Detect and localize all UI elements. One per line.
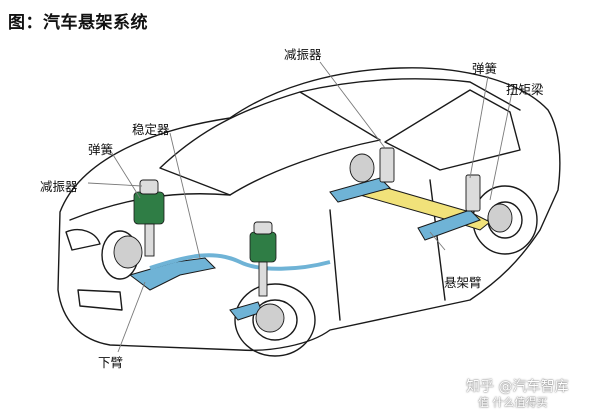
- door-line-2: [429, 179, 446, 301]
- grille: [77, 289, 123, 311]
- label-shock-rear: 减振器: [284, 47, 322, 62]
- label-spring-rear: 弹簧: [472, 61, 498, 76]
- headlight: [65, 228, 101, 251]
- leader-stabilizer: [169, 132, 201, 259]
- rear-arm-right: [417, 209, 481, 241]
- leader-suspension-arm: [429, 231, 446, 251]
- leader-spring-rear: [469, 75, 489, 179]
- leader-torsion-beam: [489, 91, 513, 201]
- label-stabilizer: 稳定器: [132, 122, 170, 137]
- leader-shock-front: [87, 182, 143, 187]
- stabilizer-bar: [149, 253, 331, 271]
- leader-lower-arm: [117, 281, 146, 353]
- leader-shock-rear: [319, 61, 386, 149]
- roof-line: [299, 78, 521, 111]
- watermark-smzdm: 值 什么值得买: [478, 396, 548, 409]
- label-suspension-arm: 悬架臂: [444, 275, 482, 290]
- front-right-shock: [253, 221, 273, 235]
- watermark-zhihu: 知乎 @汽车智库: [466, 379, 569, 395]
- door-line: [329, 209, 341, 321]
- front-right-spring: [249, 231, 277, 263]
- front-left-shock: [139, 179, 159, 195]
- label-torsion-beam: 扭矩梁: [506, 82, 544, 97]
- rear-left-shock: [379, 147, 395, 183]
- rear-right-shock: [465, 174, 481, 212]
- front-brake: [113, 235, 143, 269]
- front-left-spring: [133, 191, 165, 225]
- page-title: 图：汽车悬架系统: [8, 13, 148, 33]
- label-shock-front: 减振器: [40, 179, 78, 194]
- rear-left-brake: [349, 153, 375, 183]
- front-right-brake: [255, 303, 285, 333]
- leader-spring-front: [109, 149, 141, 199]
- label-spring-front: 弹簧: [88, 142, 114, 157]
- side-window: [384, 89, 521, 171]
- front-wheel: [234, 283, 316, 357]
- car-body-outline: [57, 67, 561, 352]
- rear-right-brake: [487, 203, 513, 233]
- rear-arm-left: [329, 177, 391, 203]
- windshield: [159, 91, 381, 196]
- label-lower-arm: 下臂: [98, 355, 124, 370]
